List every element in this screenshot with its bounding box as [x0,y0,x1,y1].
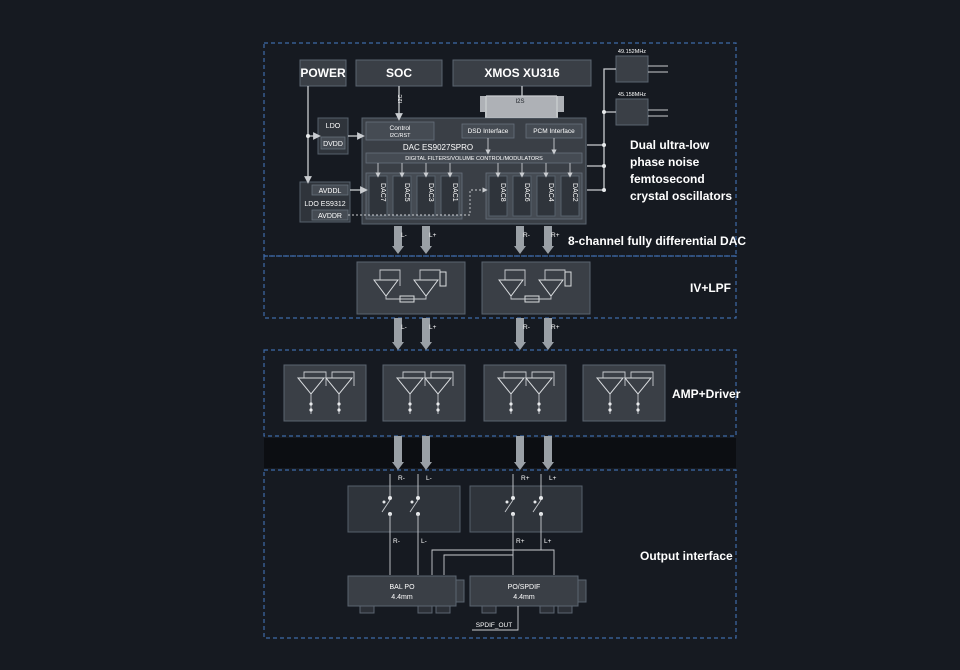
oscillator-2 [615,98,649,126]
bal-po-label: BAL PO [389,584,415,591]
po-spdif-connector [469,575,579,607]
osc-desc-line-2: phase noise [630,155,700,169]
dvdd-block [320,136,346,150]
switch-out-label: R- [393,538,400,545]
switch-right-block [469,485,583,533]
osc-desc-line-3: femtosecond [630,172,705,186]
lpf-output-signals: L- L+ R- R+ [392,318,560,350]
dac-channel-label: DAC8 [499,183,506,202]
dac-channel-label: DAC2 [571,183,578,202]
amp-section-label: AMP+Driver [672,387,741,401]
signal-label: L- [401,324,407,331]
pcm-interface-label: PCM Interface [533,128,575,135]
dac-channels: DAC7 DAC5 DAC3 DAC1 DAC8 DAC6 DAC4 DAC2 [368,163,580,217]
power-block [299,59,347,87]
switch-out-label: L+ [544,538,552,545]
signal-label: R+ [551,324,560,331]
ivlpf-section-frame [263,255,737,319]
amp-driver-block [582,364,666,422]
separator-band [264,438,736,468]
signal-label: R+ [551,232,560,239]
xmos-label: XMOS XU316 [484,66,560,80]
dac-channel-label: DAC7 [379,183,386,202]
dac-channel-label: DAC5 [403,183,410,202]
signal-label: L+ [429,324,437,331]
i2c-label: I2C [398,94,404,103]
signal-label: R- [523,324,530,331]
output-section-frame [263,469,737,639]
xmos-block [452,59,592,87]
osc2-label: 45.158MHz [618,92,646,98]
avddl-block [311,184,349,196]
oscillator-1 [615,55,649,83]
signal-label: L+ [429,232,437,239]
avddr-label: AVDDR [318,213,342,220]
dac-section-frame [263,42,737,257]
bal-po-connector [347,575,457,607]
osc-desc-line-1: Dual ultra-low [630,138,710,152]
switch-in-label: L+ [549,475,557,482]
dac-output-signals: L- L+ R- R+ [392,226,560,254]
dac-channel-label: DAC3 [427,183,434,202]
i2c-rst-label: I2C/RST [389,133,411,139]
soc-block [355,59,443,87]
i2s-label: I2S [515,99,524,105]
dac-section-label: 8-channel fully differential DAC [568,234,746,248]
switch-out-label: L- [421,538,427,545]
control-block [365,121,435,141]
bal-po-size: 4.4mm [391,594,413,601]
output-section-label: Output interface [640,549,733,563]
soc-label: SOC [386,66,412,80]
switch-out-label: R+ [516,538,525,545]
po-spdif-label: PO/SPDIF [508,584,541,591]
control-label: Control [390,125,412,132]
digital-filters-block [365,152,583,164]
ivlpf-left-block [356,261,466,315]
dac-channel-label: DAC6 [523,183,530,202]
dac-channel-label: DAC1 [451,183,458,202]
power-label: POWER [300,66,346,80]
avddl-label: AVDDL [319,188,342,195]
amp-driver-block [283,364,367,422]
digital-filters-label: DIGITAL FILTERS/VOLUME CONTROL/MODULATOR… [405,156,543,162]
dac-chip-label: DAC ES9027SPRO [403,143,473,152]
ivlpf-right-block [481,261,591,315]
ivlpf-section-label: IV+LPF [690,281,731,295]
dsd-interface-label: DSD Interface [468,128,509,135]
switch-in-label: R+ [521,475,530,482]
dvdd-label: DVDD [323,141,343,148]
amp-driver-block [382,364,466,422]
switch-in-label: L- [426,475,432,482]
signal-label: R- [523,232,530,239]
dac-channel-label: DAC4 [547,183,554,202]
switch-in-label: R- [398,475,405,482]
ldo-label: LDO [326,123,341,130]
osc-desc-line-4: crystal oscillators [630,189,732,203]
amp-driver-block [483,364,567,422]
spdif-out-label: SPDIF_OUT [476,622,513,629]
signal-label: L- [401,232,407,239]
amp-section-frame [263,349,737,437]
osc1-label: 49.152MHz [618,49,646,55]
ldo-es9312-label: LDO ES9312 [304,201,345,208]
switch-left-block [347,485,461,533]
po-spdif-size: 4.4mm [513,594,535,601]
